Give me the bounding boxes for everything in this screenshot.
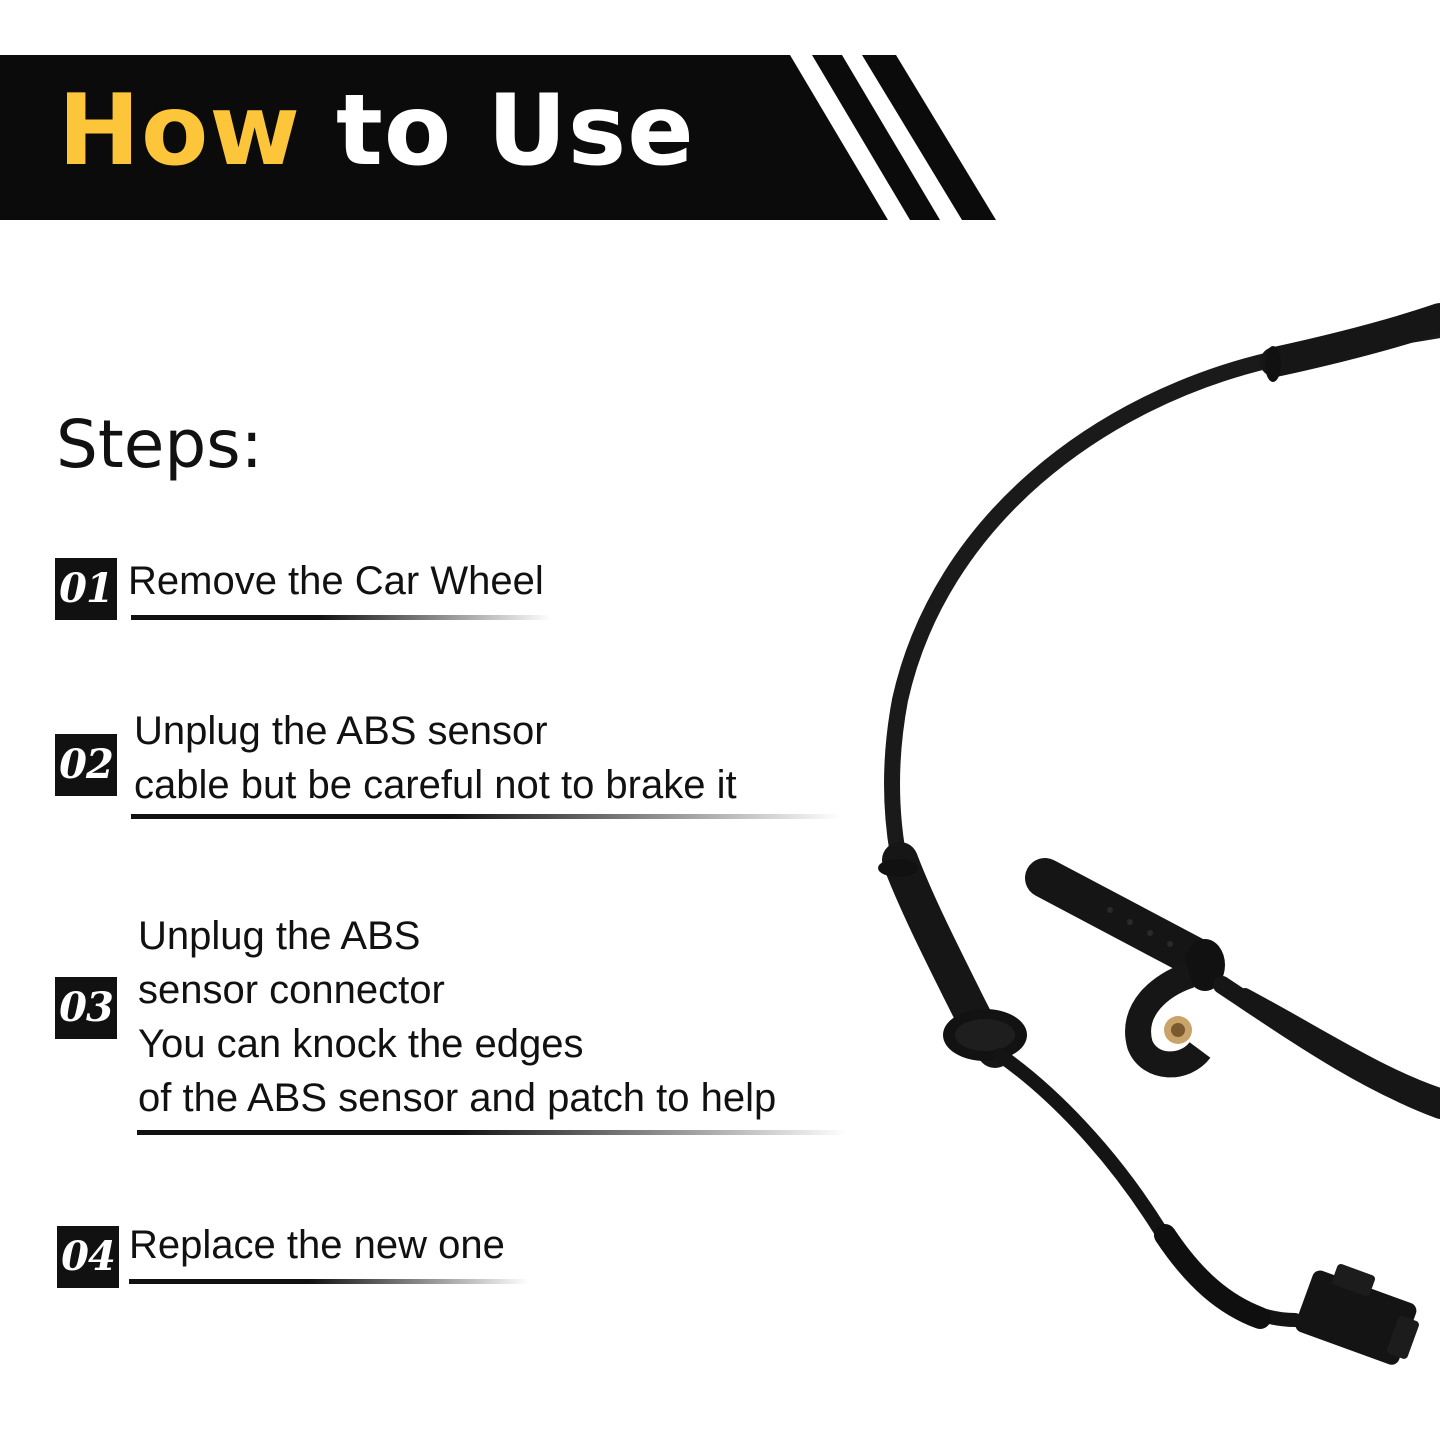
step-number-badge: 01 [55,558,117,620]
step-text: Unplug the ABS sensor cable but be caref… [134,704,737,812]
step-line: Remove the Car Wheel [128,559,544,603]
step-text: Unplug the ABS sensor connector You can … [138,909,776,1125]
step-line: sensor connector [138,968,445,1012]
title-rest: to Use [300,74,695,188]
title-highlight: How [58,74,301,188]
step-line: cable but be careful not to brake it [134,763,737,807]
steps-heading: Steps: [56,406,263,483]
step-number-badge: 02 [55,734,117,796]
step-underline [131,615,551,620]
banner-stripes-graphic [0,55,996,220]
page-title: How to Use [58,82,695,180]
step-underline [129,1279,529,1284]
step-line: Unplug the ABS sensor [134,709,548,753]
step-text: Remove the Car Wheel [128,554,544,608]
step-text: Replace the new one [129,1218,505,1272]
step-underline [131,814,841,819]
header-banner [0,55,1000,220]
step-line: of the ABS sensor and patch to help [138,1076,777,1120]
step-line: You can knock the edges [138,1022,584,1066]
step-underline [137,1130,847,1135]
step-line: Replace the new one [129,1223,505,1267]
step-line: Unplug the ABS [138,914,421,958]
step-number-badge: 03 [55,977,117,1039]
step-number-badge: 04 [57,1226,119,1288]
